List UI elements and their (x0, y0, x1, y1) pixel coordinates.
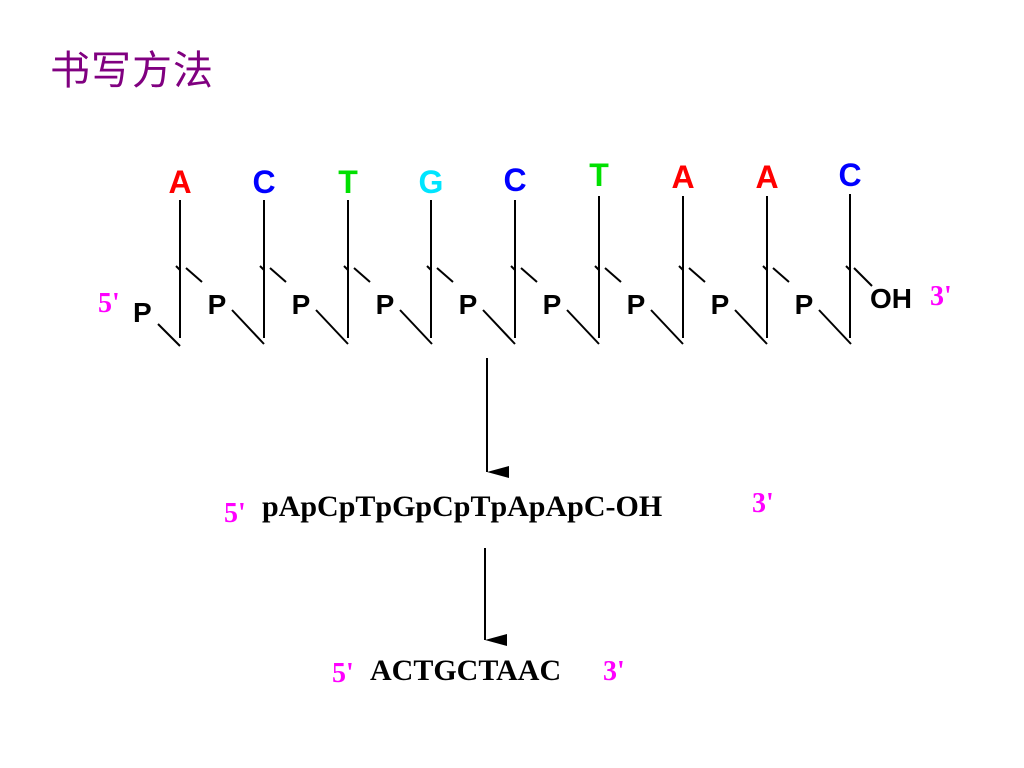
short-sequence: ACTGCTAAC (370, 654, 561, 687)
short-formula: 5' ACTGCTAAC 3' (332, 654, 625, 689)
base-label-6: T (589, 157, 609, 193)
sugar-stem-6 (594, 196, 600, 338)
base-label-5: C (503, 162, 526, 198)
leading-phosphate-bond (157, 323, 181, 347)
sugar-stem-3 (343, 200, 349, 338)
base-label-4: G (419, 164, 444, 200)
phosphate-next-bond-5 (566, 309, 600, 345)
phosphate-next-bond-7 (734, 309, 768, 345)
sugar-phosphate-bond-2 (269, 267, 287, 283)
phosphate-next-bond-1 (231, 309, 265, 345)
strand-three-prime-label: 3' (930, 281, 952, 312)
base-label-1: A (168, 164, 191, 200)
phosphate-label-1: P (208, 289, 227, 320)
sugar-stem-2 (259, 200, 265, 338)
leading-phosphate: P (133, 297, 152, 328)
condensed-formula: 5' pApCpTpGpCpTpApApC-OH 3' (224, 488, 774, 529)
short-five-prime-label: 5' (332, 658, 354, 689)
hydroxyl-bond (853, 267, 873, 287)
short-three-prime-label: 3' (603, 656, 625, 687)
condensed-three-prime-label: 3' (752, 488, 774, 519)
sugar-stem-7 (678, 196, 684, 338)
sugar-stem-8 (762, 196, 768, 338)
phosphate-next-bond-4 (482, 309, 516, 345)
sugar-stem-9 (845, 194, 851, 338)
slide-title: 书写方法 (50, 48, 214, 94)
phosphate-next-bond-8 (818, 309, 852, 345)
condensed-sequence: pApCpTpGpCpTpApApC-OH (262, 490, 662, 523)
sugar-stem-4 (426, 200, 432, 338)
phosphate-next-bond-6 (650, 309, 684, 345)
condensed-five-prime-label: 5' (224, 498, 246, 529)
sugar-stem-1 (175, 200, 181, 338)
hydroxyl-label: OH (870, 283, 912, 314)
base-label-3: T (338, 164, 358, 200)
sugar-phosphate-bond-3 (353, 267, 371, 283)
phosphate-label-6: P (627, 289, 646, 320)
phosphate-label-3: P (376, 289, 395, 320)
sugar-phosphate-bond-5 (520, 267, 538, 283)
phosphate-label-2: P (292, 289, 311, 320)
phosphate-label-4: P (459, 289, 478, 320)
sugar-phosphate-bond-7 (688, 267, 706, 283)
phosphate-next-bond-3 (399, 309, 433, 345)
base-label-8: A (755, 159, 778, 195)
sugar-phosphate-bond-6 (604, 267, 622, 283)
sugar-phosphate-bond-1 (185, 267, 203, 283)
base-label-9: C (838, 157, 861, 193)
phosphate-label-7: P (711, 289, 730, 320)
sugar-stem-5 (510, 200, 516, 338)
phosphate-label-5: P (543, 289, 562, 320)
nucleotide-strand: 5' P A P C P T P G P C P T P A P A P C (98, 157, 873, 347)
phosphate-label-8: P (795, 289, 814, 320)
phosphate-next-bond-2 (315, 309, 349, 345)
base-label-2: C (252, 164, 275, 200)
sugar-phosphate-bond-8 (772, 267, 790, 283)
sugar-phosphate-bond-4 (436, 267, 454, 283)
base-label-7: A (671, 159, 694, 195)
strand-five-prime-label: 5' (98, 288, 120, 319)
